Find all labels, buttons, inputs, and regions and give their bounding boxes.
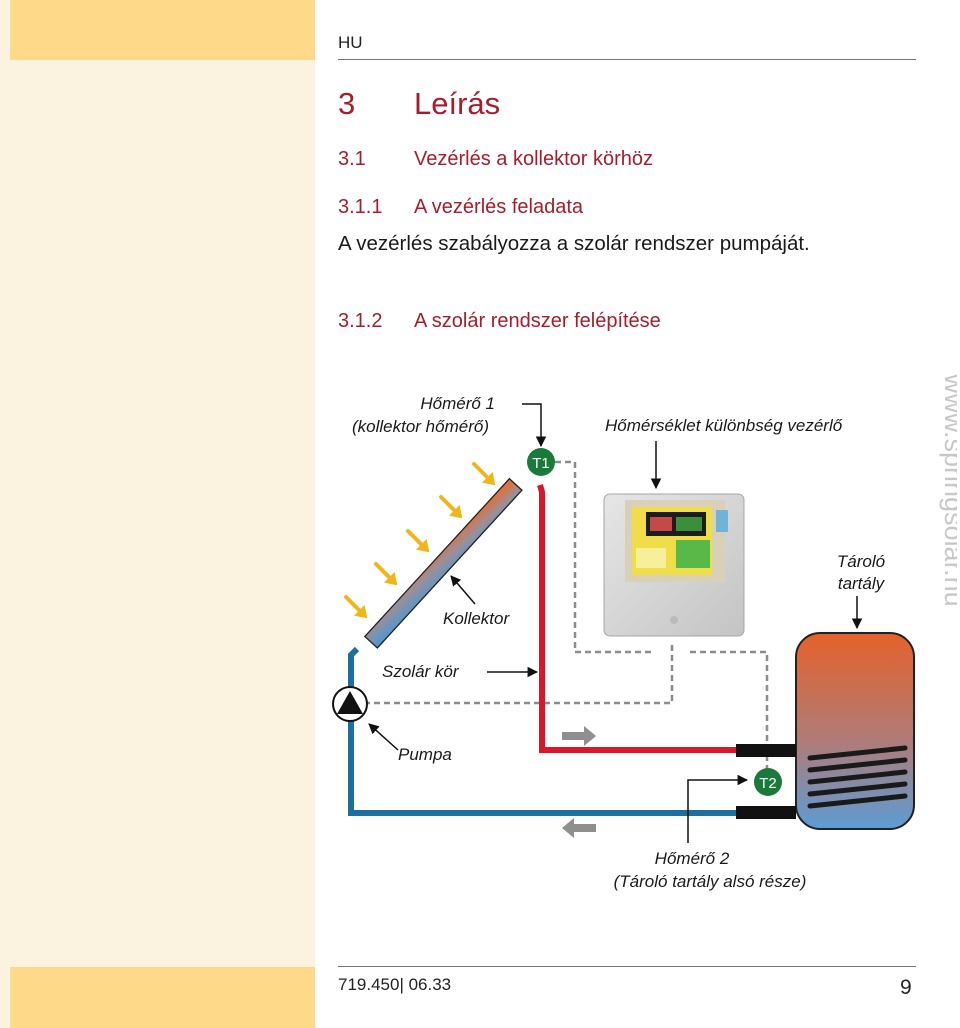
tank-label-line2: tartály: [838, 574, 886, 593]
section-title: Leírás: [414, 86, 501, 121]
header-color-band: [10, 0, 315, 60]
page-number: 9: [900, 976, 912, 999]
sub2-number: 3.1.2: [338, 310, 383, 332]
sensor-t1-label: T1: [532, 455, 550, 472]
controller-device: [603, 493, 745, 637]
collector-label: Kollektor: [443, 609, 510, 628]
storage-tank: [736, 632, 915, 830]
controller-label: Hőmérséklet különbség vezérlő: [605, 416, 843, 435]
sensor1-subtitle: (kollektor hőmérő): [352, 417, 489, 436]
sensor1-title: Hőmérő 1: [420, 394, 495, 413]
sub1-number: 3.1.1: [338, 196, 383, 218]
sub1-title: A vezérlés feladata: [414, 196, 583, 218]
pointer-lines: [368, 403, 863, 843]
flow-arrows: [562, 726, 596, 838]
sensor-wires: [360, 460, 769, 775]
sensor-t1: [527, 448, 555, 476]
section-number: 3: [338, 86, 356, 121]
cold-pipe: [348, 646, 740, 816]
header-rule: [338, 59, 916, 60]
hot-pipe: [537, 484, 740, 753]
sensor-t2-label: T2: [759, 775, 777, 792]
subsection-number: 3.1: [338, 148, 366, 170]
body-paragraph: A vezérlés szabályozza a szolár rendszer…: [338, 232, 810, 255]
pump-symbol: [332, 686, 368, 722]
sensor2-subtitle: (Tároló tartály alsó része): [614, 872, 807, 891]
solar-system-diagram: T1 T2: [332, 394, 915, 891]
subsection-title: Vezérlés a kollektor körhöz: [414, 148, 654, 170]
footer-rule: [338, 966, 916, 967]
website-watermark: www.springsolar.hu: [939, 373, 957, 607]
pump-label: Pumpa: [398, 745, 452, 764]
tank-label-line1: Tároló: [837, 552, 885, 571]
language-code: HU: [338, 33, 363, 52]
margin-strip: [0, 0, 315, 1028]
document-code: 719.450| 06.33: [338, 975, 452, 994]
sub2-title: A szolár rendszer felépítése: [414, 310, 661, 332]
circuit-label: Szolár kör: [382, 662, 460, 681]
sun-arrows: [344, 462, 496, 619]
footer-color-band: [10, 967, 315, 1028]
sensor2-title: Hőmérő 2: [655, 849, 730, 868]
watermark-text: www.springsolar.hu: [939, 373, 957, 607]
sensor-t2: [754, 768, 782, 796]
collector-panel: [363, 477, 523, 649]
